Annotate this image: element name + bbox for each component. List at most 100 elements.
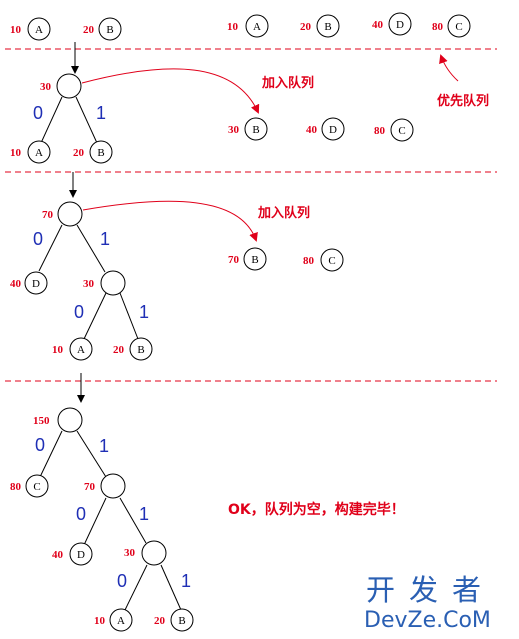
node-weight: 40 bbox=[306, 124, 318, 136]
node-circle bbox=[170, 608, 194, 632]
node-weight: 10 bbox=[10, 147, 22, 159]
node-circle bbox=[388, 12, 412, 36]
enqueue-label: 加入队列 bbox=[257, 205, 310, 221]
node-circle bbox=[100, 473, 126, 499]
node-letter: B bbox=[251, 254, 258, 266]
queue-label-arrow bbox=[439, 54, 459, 82]
queue-node: 80 C bbox=[374, 118, 414, 142]
node-weight: 10 bbox=[94, 615, 106, 627]
node-circle bbox=[244, 117, 268, 141]
queue-node: 20 B bbox=[300, 14, 340, 38]
enqueue-label: 加入队列 bbox=[261, 75, 314, 91]
node-circle bbox=[25, 474, 49, 498]
queue-node: 40 D bbox=[306, 117, 345, 141]
tree-edge bbox=[119, 292, 139, 340]
node-weight: 30 bbox=[228, 124, 240, 136]
node-letter: B bbox=[97, 147, 104, 159]
node-letter: C bbox=[398, 125, 405, 137]
stage4: 150 0 1 80 C 70 0 1 40 D 30 0 1 10 A 20 bbox=[10, 407, 405, 632]
edge-bit: 1 bbox=[139, 504, 149, 524]
leaf-node: 40 D bbox=[52, 542, 93, 566]
node-weight: 70 bbox=[228, 254, 240, 266]
edge-bit: 0 bbox=[35, 435, 45, 455]
leaf-node: 80 C bbox=[10, 474, 49, 498]
node-circle bbox=[56, 73, 82, 99]
node-circle bbox=[141, 540, 167, 566]
node-letter: C bbox=[33, 481, 40, 493]
leaf-node: 20 B bbox=[113, 337, 153, 361]
queue-label: 优先队列 bbox=[437, 93, 489, 109]
node-circle bbox=[447, 14, 471, 38]
leaf-node: 20 B bbox=[83, 17, 122, 41]
watermark-en: DevZe.CoM bbox=[364, 608, 491, 633]
node-weight: 10 bbox=[227, 21, 239, 33]
node-letter: C bbox=[455, 21, 462, 33]
tree-edge bbox=[160, 564, 182, 611]
node-weight: 80 bbox=[374, 125, 386, 137]
queue-node: 80 C bbox=[303, 248, 344, 272]
edge-bit: 1 bbox=[100, 229, 110, 249]
watermark-cn: 开发者 bbox=[366, 573, 495, 607]
tree-edge bbox=[76, 430, 107, 478]
stage2: 30 0 1 10 A 20 B 加入队列 30 B 40 D 80 bbox=[10, 68, 414, 164]
queue-node: 30 B bbox=[228, 117, 268, 141]
node-circle bbox=[89, 140, 113, 164]
tree-edge bbox=[76, 224, 106, 273]
tree-edge bbox=[39, 430, 63, 478]
queue-node: 70 B bbox=[228, 247, 267, 271]
node-circle bbox=[320, 248, 344, 272]
node-letter: D bbox=[77, 549, 85, 561]
node-weight: 80 bbox=[303, 255, 315, 267]
edge-bit: 0 bbox=[33, 103, 43, 123]
node-letter: B bbox=[324, 21, 331, 33]
tree-edge bbox=[124, 564, 148, 611]
node-letter: A bbox=[77, 344, 85, 356]
leaf-node: 40 D bbox=[10, 271, 48, 295]
node-letter: A bbox=[253, 21, 261, 33]
edge-bit: 1 bbox=[181, 571, 191, 591]
node-weight: 40 bbox=[372, 19, 384, 31]
leaf-node: 10 A bbox=[94, 608, 133, 632]
queue-node: 80 C bbox=[432, 14, 471, 38]
node-circle bbox=[27, 140, 51, 164]
node-circle bbox=[321, 117, 345, 141]
enqueue-arrow bbox=[82, 200, 258, 242]
node-weight: 30 bbox=[83, 278, 95, 290]
node-letter: B bbox=[252, 124, 259, 136]
node-weight: 70 bbox=[84, 481, 96, 493]
node-letter: A bbox=[117, 615, 125, 627]
node-letter: C bbox=[328, 255, 335, 267]
node-weight: 30 bbox=[40, 81, 52, 93]
done-label: OK，队列为空，构建完毕！ bbox=[228, 501, 405, 518]
node-letter: D bbox=[32, 278, 40, 290]
node-weight: 20 bbox=[300, 21, 312, 33]
stage1: 10 A 20 B 10 A 20 B 40 D 80 C bbox=[10, 12, 489, 109]
edge-bit: 0 bbox=[74, 302, 84, 322]
node-circle bbox=[98, 17, 122, 41]
queue-node: 40 D bbox=[372, 12, 412, 36]
node-letter: D bbox=[329, 124, 337, 136]
node-weight: 150 bbox=[33, 415, 50, 427]
node-weight: 20 bbox=[83, 24, 95, 36]
edge-bit: 0 bbox=[117, 571, 127, 591]
node-circle bbox=[57, 407, 83, 433]
node-weight: 30 bbox=[124, 547, 136, 559]
leaf-node: 10 A bbox=[52, 337, 93, 361]
node-weight: 20 bbox=[73, 147, 85, 159]
edge-bit: 0 bbox=[33, 229, 43, 249]
tree-edge bbox=[40, 96, 63, 144]
edge-bit: 1 bbox=[96, 103, 106, 123]
stage3: 70 0 1 40 D 30 0 1 10 A 20 B 加入队列 70 B bbox=[10, 200, 344, 361]
node-weight: 80 bbox=[10, 481, 22, 493]
node-weight: 20 bbox=[113, 344, 125, 356]
edge-bit: 1 bbox=[99, 436, 109, 456]
node-weight: 70 bbox=[42, 209, 54, 221]
node-letter: A bbox=[35, 24, 43, 36]
leaf-node: 20 B bbox=[154, 608, 194, 632]
edge-bit: 0 bbox=[76, 504, 86, 524]
node-circle bbox=[129, 337, 153, 361]
node-weight: 20 bbox=[154, 615, 166, 627]
leaf-node: 10 A bbox=[10, 17, 51, 41]
leaf-node: 20 B bbox=[73, 140, 113, 164]
